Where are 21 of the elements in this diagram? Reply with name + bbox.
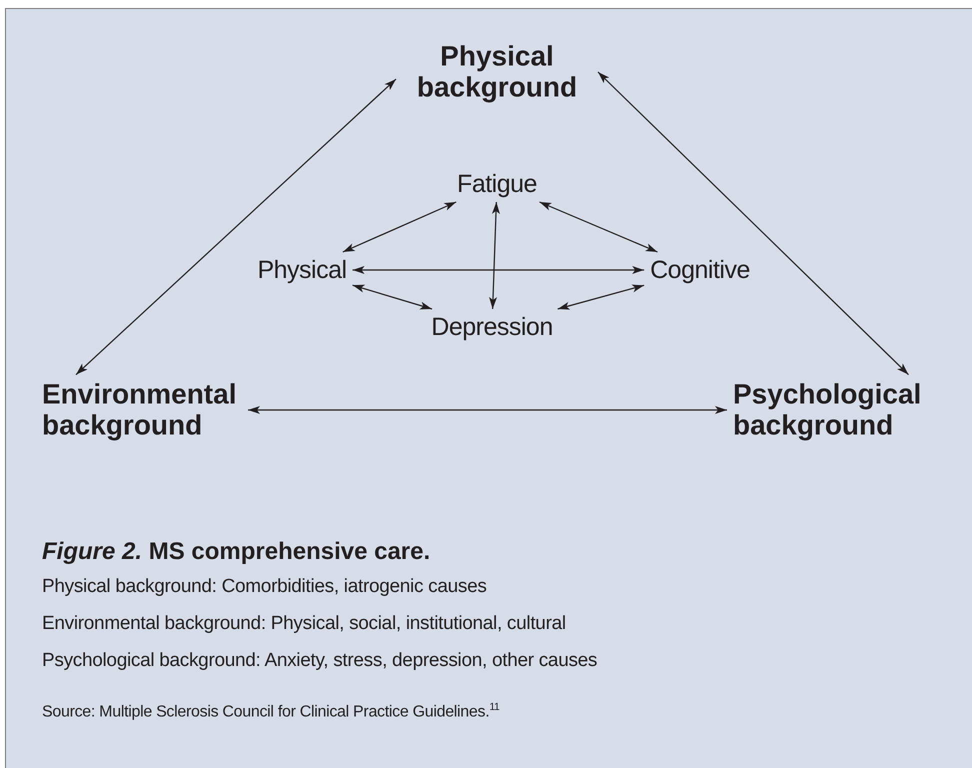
node-label: Physical bbox=[251, 252, 353, 288]
node-label: Physical background bbox=[391, 36, 603, 108]
double-arrow bbox=[558, 284, 644, 310]
double-arrow bbox=[352, 284, 432, 310]
caption-line: Psychological background: Anxiety, stress, depression, other causes bbox=[42, 650, 598, 672]
double-arrow bbox=[489, 202, 500, 310]
caption-line: Environmental background: Physical, social, institutional, cultural bbox=[42, 613, 566, 635]
caption-line: Physical background: Comorbidities, iatrogenic causes bbox=[42, 576, 487, 598]
node-label: Depression bbox=[425, 309, 559, 345]
node-label: Cognitive bbox=[644, 252, 756, 288]
node-label: Environmental background bbox=[36, 374, 248, 446]
double-arrow bbox=[352, 266, 644, 274]
node-label: Psychological background bbox=[727, 374, 969, 446]
double-arrow bbox=[598, 72, 909, 376]
double-arrow bbox=[539, 201, 658, 253]
double-arrow bbox=[76, 78, 396, 376]
double-arrow bbox=[248, 406, 727, 414]
double-arrow bbox=[342, 201, 456, 253]
source-note: Source: Multiple Sclerosis Council for Clinical Practice Guidelines.$^{11}$ bbox=[42, 702, 500, 722]
figure-caption: Figure 2. MS comprehensive care. bbox=[42, 538, 430, 566]
node-label: Fatigue bbox=[451, 166, 543, 202]
